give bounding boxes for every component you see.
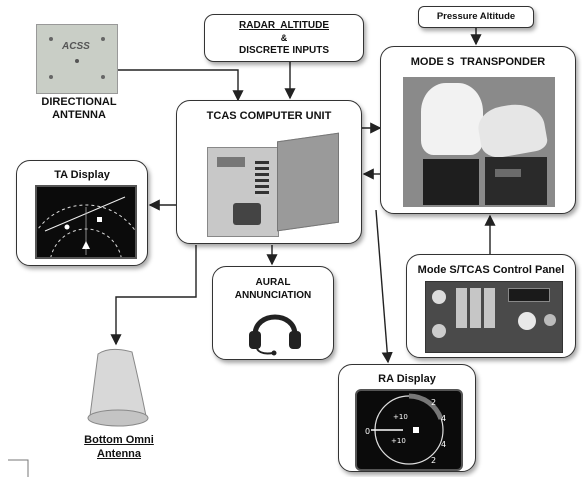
mode-s-transponder-box: MODE S TRANSPONDER [380,46,576,214]
aural-annunciation-box: AURAL ANNUNCIATION [212,266,334,360]
svg-text:+10: +10 [393,413,408,421]
tcas-computer-unit-box: TCAS COMPUTER UNIT [176,100,362,244]
acss-logo: ACSS [62,41,90,52]
bottom-omni-label-2: Antenna [97,448,141,460]
svg-text:+10: +10 [391,437,406,445]
control-panel-image [425,281,563,353]
tcas-unit-image [207,131,339,237]
aural-label-1: AURAL [255,277,291,288]
directional-antenna-label-1: DIRECTIONAL [41,96,117,108]
ta-display-label: TA Display [54,169,110,181]
ra-display-screen: +10 +10 0 2 4 4 2 [355,389,463,471]
radar-altitude-label-2: DISCRETE INPUTS [238,45,329,56]
radar-altitude-box: RADAR ALTITUDE & DISCRETE INPUTS [204,14,364,62]
wire-tcas-to-ra [375,209,393,364]
directional-antenna-label-2: ANTENNA [52,109,106,121]
ta-display-screen [35,185,137,259]
ra-instrument-graphic: +10 +10 0 2 4 4 2 [365,393,446,465]
directional-antenna-image: ACSS [36,24,118,94]
bottom-omni-label-1: Bottom Omni [84,434,154,446]
bottom-omni-antenna-image [80,346,154,430]
wire-antenna-to-tcas [118,69,244,102]
radar-altitude-amp: & [280,33,288,43]
aural-label-2: ANNUNCIATION [234,290,312,301]
control-panel-label: Mode S/TCAS Control Panel [417,264,565,276]
radar-altitude-label-1: RADAR ALTITUDE [239,20,329,31]
svg-text:2: 2 [431,456,436,465]
control-panel-box: Mode S/TCAS Control Panel [406,254,576,358]
pressure-altitude-box: Pressure Altitude [418,6,534,28]
pressure-altitude-label: Pressure Altitude [436,11,516,22]
mode-s-transponder-label: MODE S TRANSPONDER [410,56,546,68]
svg-text:4: 4 [441,440,446,449]
svg-text:4: 4 [441,414,446,423]
headset-icon [249,314,301,356]
ta-radar-graphic [37,196,135,257]
ta-display-box: TA Display [16,160,148,266]
wire-tcas-to-omni [110,245,197,346]
ra-display-label: RA Display [378,373,436,385]
tcas-computer-unit-label: TCAS COMPUTER UNIT [206,110,332,122]
svg-text:0: 0 [365,427,370,436]
corner-mark [8,459,29,477]
svg-text:2: 2 [431,398,436,407]
ra-display-box: RA Display +10 +10 0 2 4 4 2 [338,364,476,472]
transponder-image [403,77,555,207]
